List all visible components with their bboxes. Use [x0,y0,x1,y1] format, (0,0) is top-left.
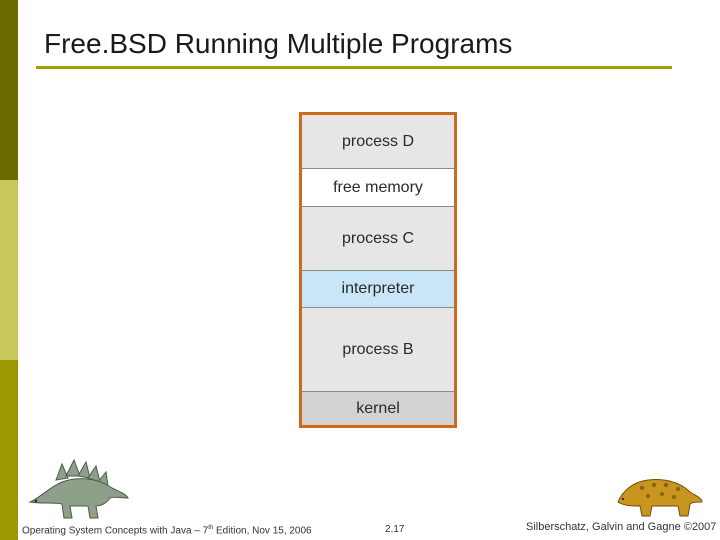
segment-free-memory: free memory [302,169,454,207]
side-bar-bottom [0,360,18,540]
side-bar-middle [0,180,18,360]
footer-course-prefix: Operating System Concepts with Java – 7 [22,525,209,537]
ankylosaurus-icon [617,479,703,517]
segment-process-b: process B [302,308,454,392]
segment-process-d: process D [302,115,454,169]
footer-authors: Silberschatz, Galvin and Gagne ©2007 [526,521,717,533]
memory-layout-diagram: process D free memory process C interpre… [299,112,457,428]
page-number: 2.17 [385,524,405,535]
segment-interpreter: interpreter [302,271,454,308]
stegosaurus-icon [28,458,129,519]
footer-course-suffix: Edition, Nov 15, 2006 [213,525,312,537]
segment-process-c: process C [302,207,454,271]
title-underline [36,66,672,69]
side-bar-top [0,0,18,180]
segment-kernel: kernel [302,392,454,425]
footer-course-info: Operating System Concepts with Java – 7t… [22,525,312,536]
slide-title: Free.BSD Running Multiple Programs [44,28,513,59]
footer-course-sup: th [208,525,214,531]
